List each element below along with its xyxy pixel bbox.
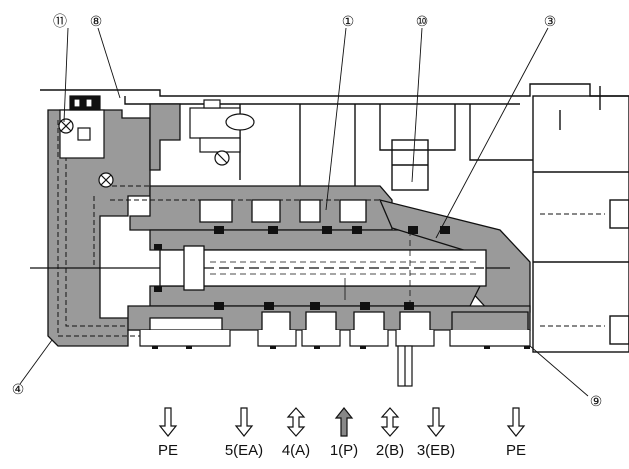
port-label-2b: 2(B) (376, 442, 404, 459)
leader-lines (19, 27, 589, 397)
pilot-passages (57, 120, 605, 337)
callout-3: ③ (544, 13, 557, 29)
callout-8: ⑧ (90, 13, 103, 29)
callouts: ⑪ ⑧ ① ⑩ ③ ④ ⑨ (12, 13, 603, 409)
port-label-pe-right: PE (506, 442, 526, 459)
pilot-mechanism (58, 95, 255, 188)
callout-9: ⑨ (590, 393, 603, 409)
port-labels: PE 5(EA) 4(A) 1(P) 2(B) 3(EB) PE (158, 442, 526, 459)
valve-body-fill (47, 103, 531, 347)
port-arrows (158, 407, 526, 437)
callout-10: ⑩ (416, 13, 429, 29)
port-arrow-down-5 (426, 407, 446, 437)
port-label-5ea: 5(EA) (225, 442, 263, 459)
port-arrow-both-2 (286, 407, 306, 437)
port-arrow-both-4 (380, 407, 400, 437)
port-bosses (139, 330, 531, 387)
port-arrow-down-0 (158, 407, 178, 437)
port-label-3eb: 3(EB) (417, 442, 455, 459)
callout-1: ① (342, 13, 355, 29)
callout-4: ④ (12, 381, 25, 397)
port-arrow-up-filled-3 (334, 407, 354, 437)
port-label-4a: 4(A) (282, 442, 310, 459)
port-arrow-down-1 (234, 407, 254, 437)
callout-11: ⑪ (53, 13, 67, 29)
port-arrow-down-6 (506, 407, 526, 437)
spool (30, 230, 510, 306)
port-label-pe-left: PE (158, 442, 178, 459)
port-label-1p: 1(P) (330, 442, 358, 459)
